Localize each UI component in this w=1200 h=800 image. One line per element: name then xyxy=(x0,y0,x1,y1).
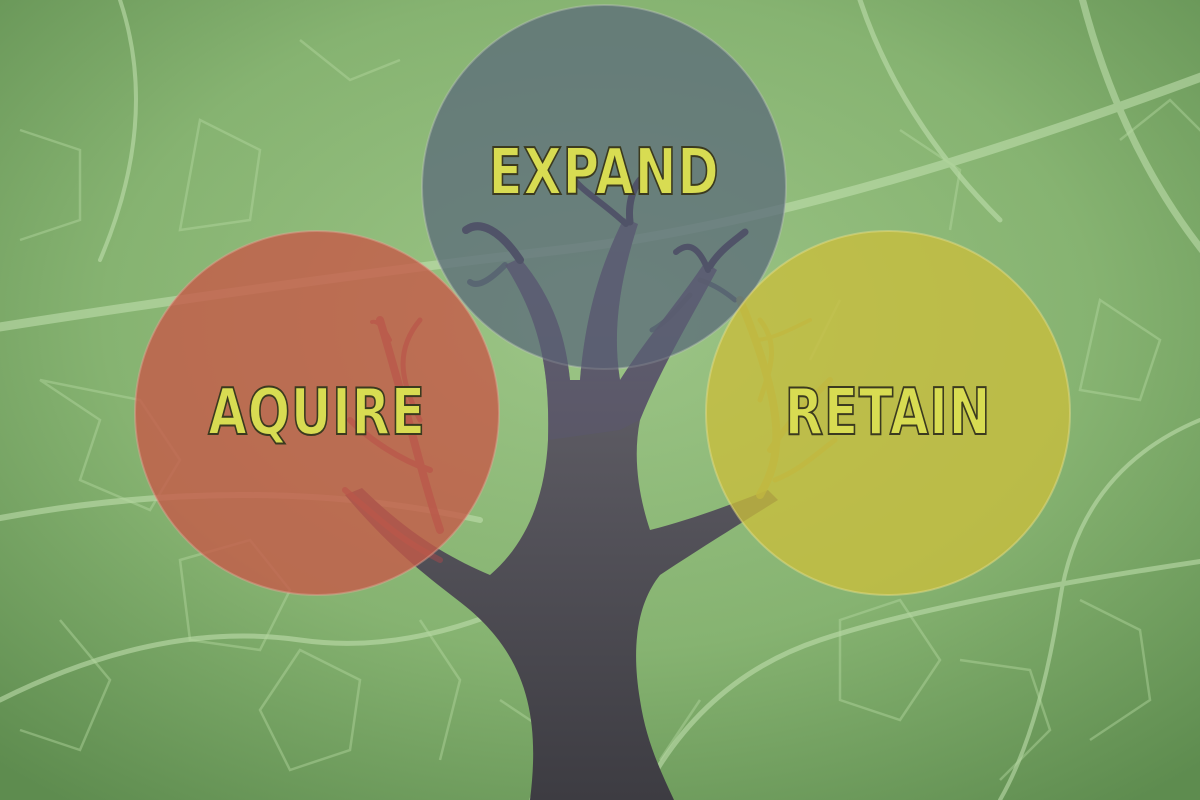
circle-aquire xyxy=(134,230,500,596)
leaf-vein-network xyxy=(19,39,1200,800)
tree-overlay xyxy=(462,173,749,440)
circle-retain xyxy=(705,230,1071,596)
